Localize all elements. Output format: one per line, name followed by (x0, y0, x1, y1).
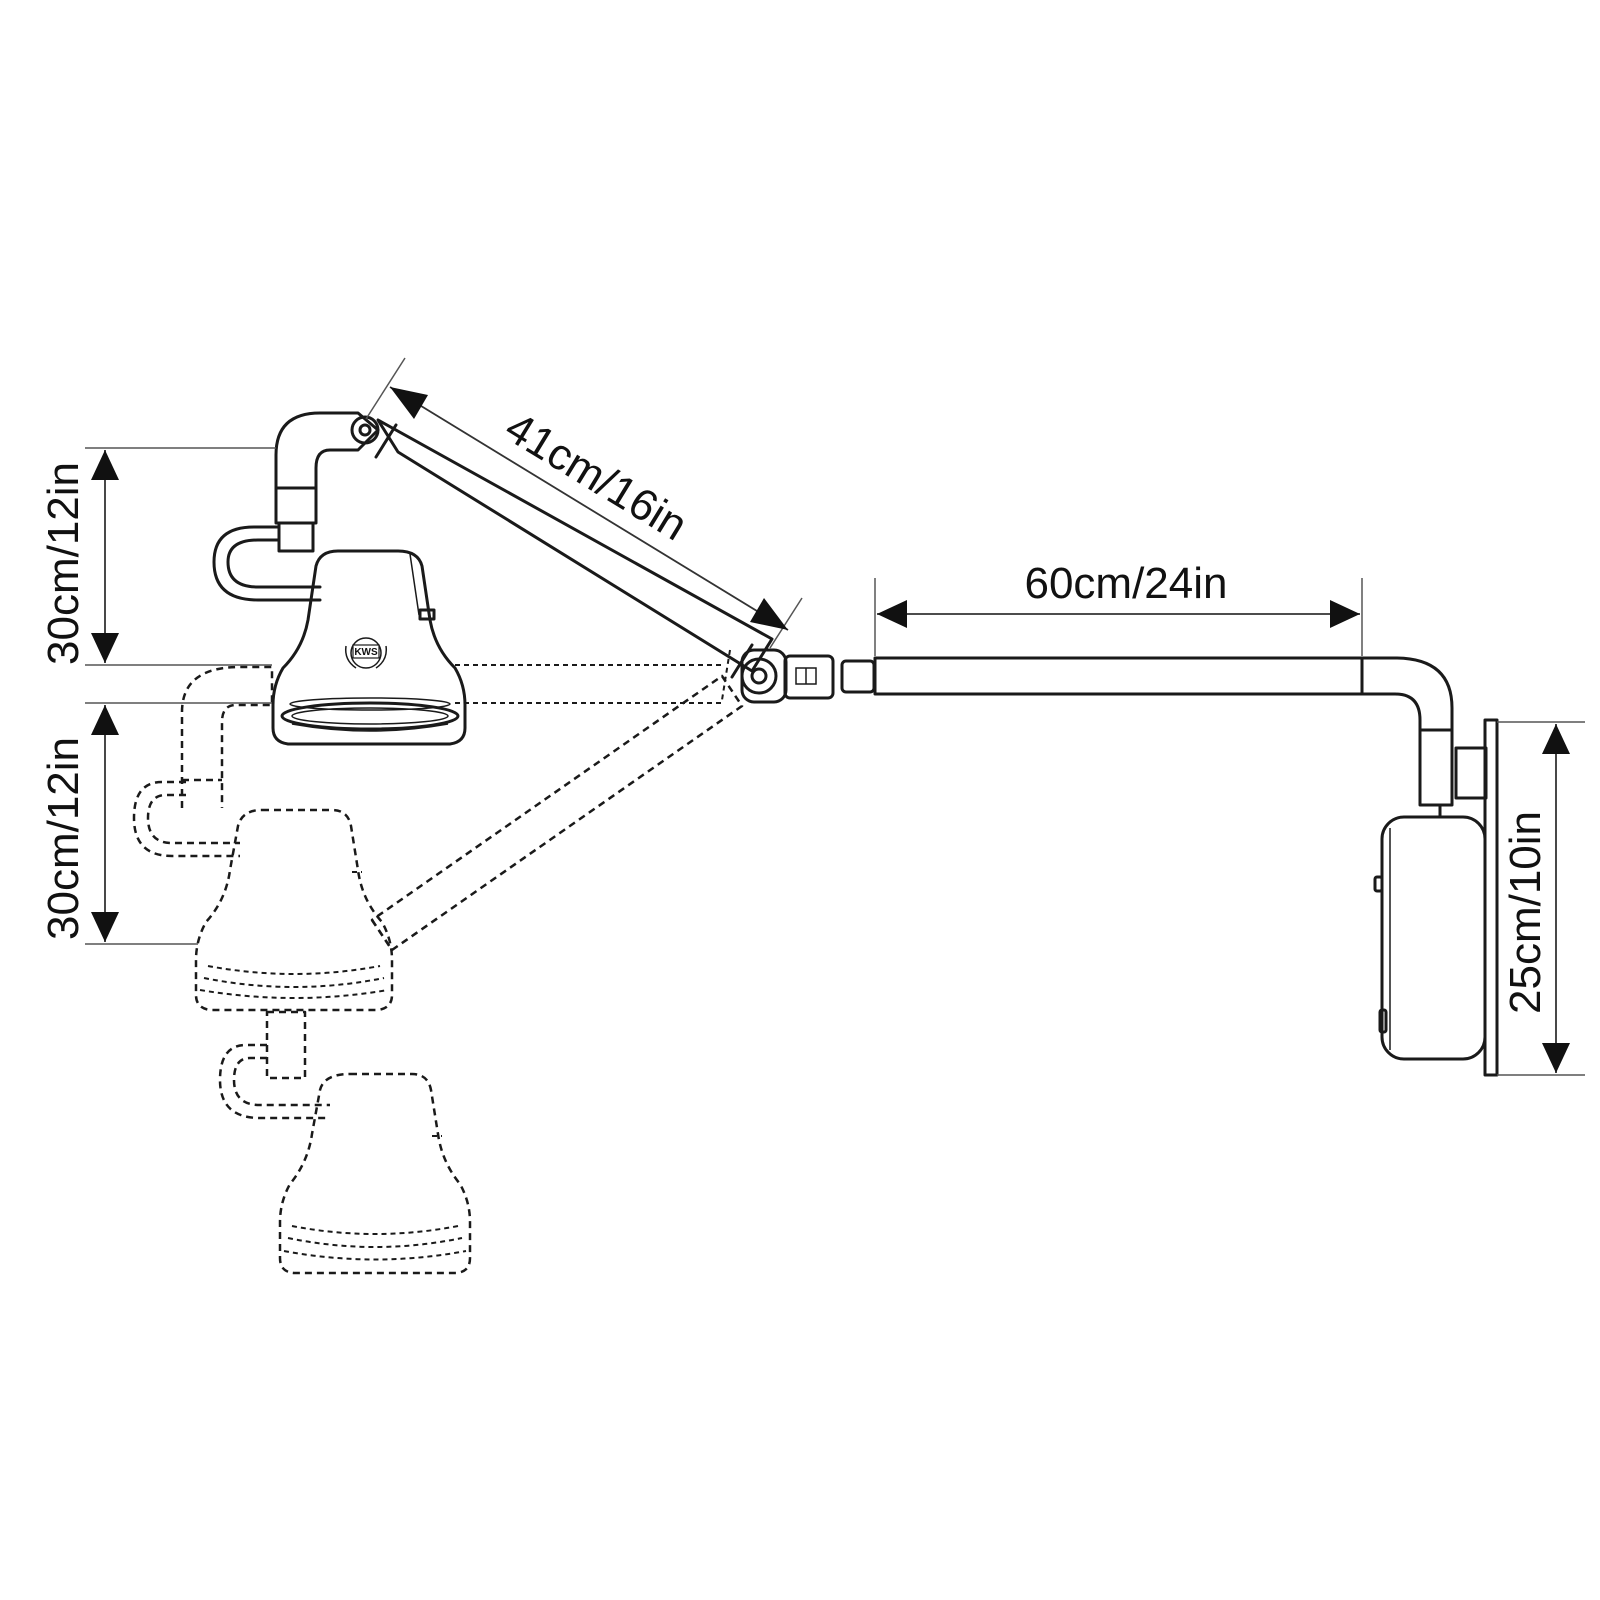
dimension-horizontal-arm: 60cm/24in (874, 559, 1363, 656)
logo-text: KWS (354, 647, 378, 658)
horizontal-arm (783, 654, 1454, 807)
label-upper-arm-length: 41cm/16in (497, 403, 696, 551)
control-box (1380, 815, 1487, 1061)
upper-arm (350, 415, 788, 704)
mount-bracket (1454, 746, 1488, 800)
lamp-lower-position-2 (218, 1010, 472, 1275)
label-wall-box-height: 25cm/10in (1501, 811, 1550, 1014)
head-lens (280, 701, 460, 731)
arm-joint-block (783, 654, 835, 700)
lower-pivot-joint (740, 657, 778, 695)
box-switch (1378, 1008, 1388, 1034)
lamp-head-upper: KWS (271, 549, 467, 746)
head-knob (418, 608, 436, 621)
dimension-head-height-upper: 30cm/12in (39, 447, 276, 666)
label-horizontal-arm-length: 60cm/24in (1024, 559, 1227, 608)
neck-socket (277, 521, 315, 553)
label-head-height-upper: 30cm/12in (39, 462, 88, 665)
box-knob (1373, 875, 1384, 893)
dimension-head-height-lower: 30cm/12in (39, 702, 272, 945)
power-cable (212, 525, 322, 602)
lamp-lower-position-1 (132, 665, 744, 1012)
dimension-wall-box-height: 25cm/10in (1497, 721, 1585, 1076)
neck-collar (274, 486, 318, 525)
label-head-height-lower: 30cm/12in (39, 737, 88, 940)
brand-logo: KWS (344, 637, 388, 669)
arm-coupler (840, 659, 876, 694)
lamp-neck (212, 411, 380, 602)
wall-mount (1373, 718, 1499, 1077)
dimension-upper-arm: 41cm/16in (365, 357, 803, 649)
dashed-arm (370, 674, 744, 952)
